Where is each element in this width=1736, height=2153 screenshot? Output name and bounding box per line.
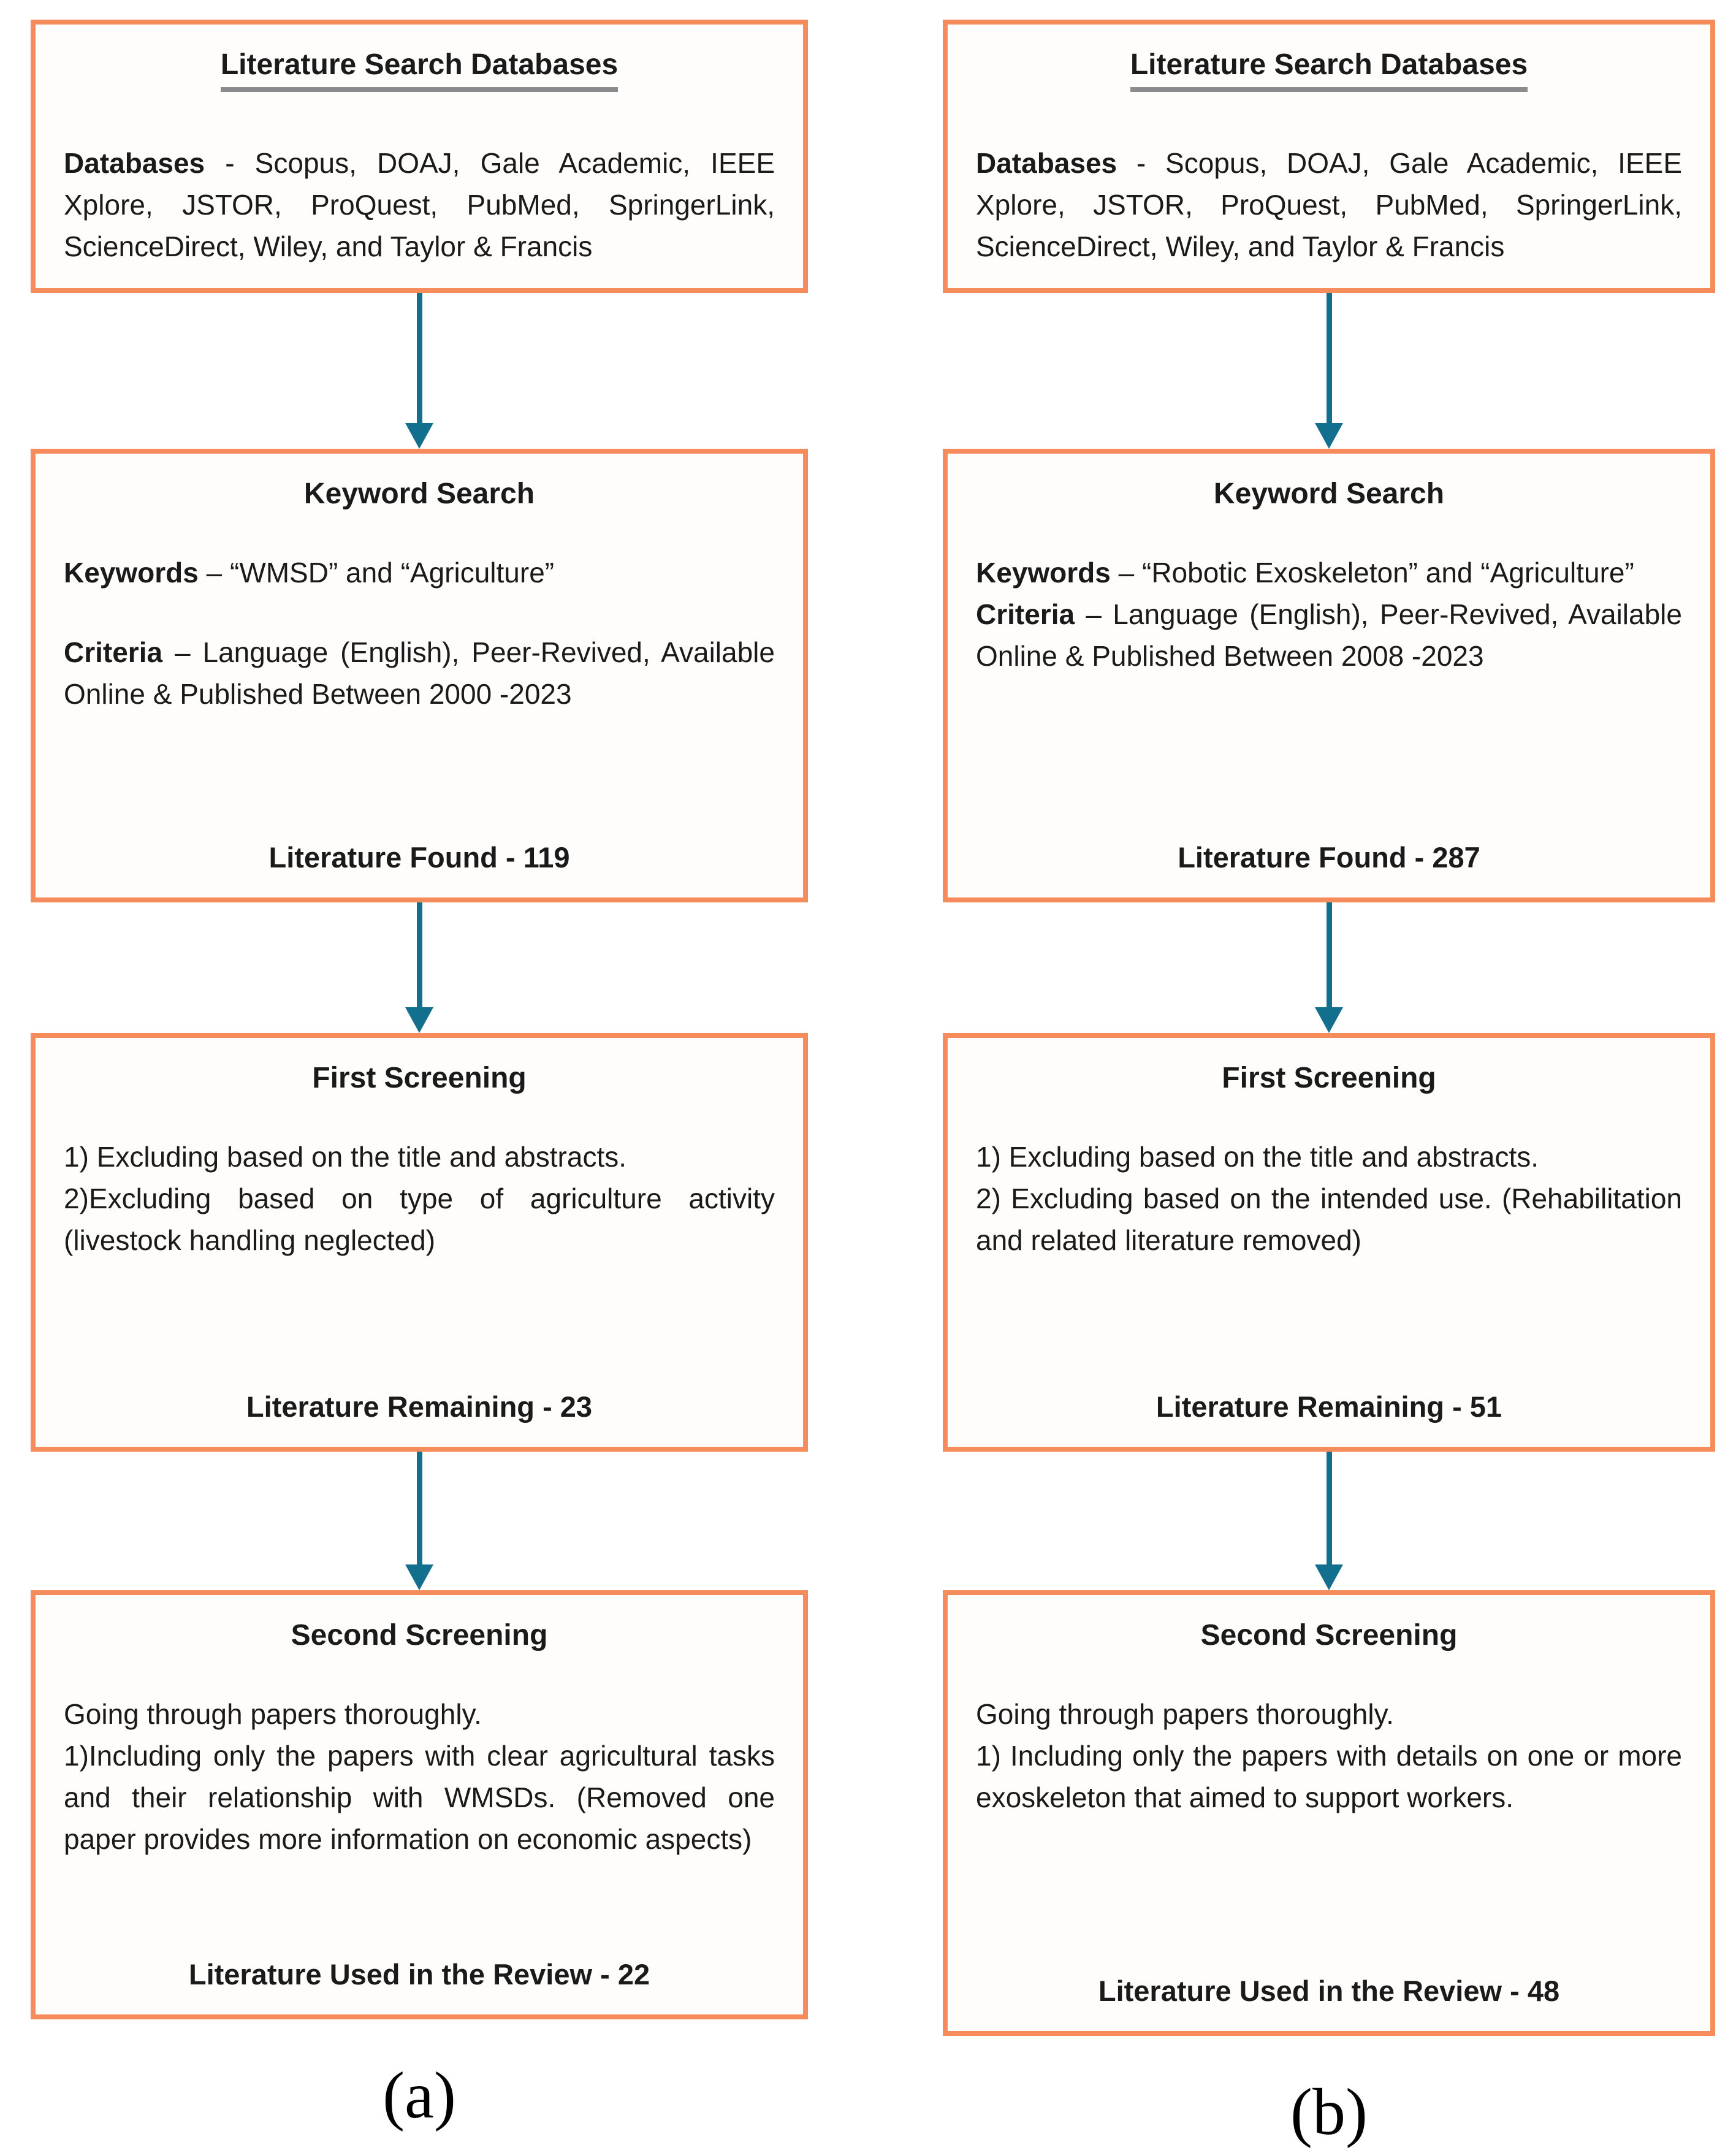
databases-text: Databases - Scopus, DOAJ, Gale Academic,… [976,142,1682,267]
screening-step-1: 1) Excluding based on the title and abst… [976,1141,1539,1173]
box-b-first-screening: First Screening 1) Excluding based on th… [943,1033,1715,1452]
arrow-line [416,293,422,424]
down-arrow-icon [1315,1452,1343,1590]
literature-found-count: Literature Found - 119 [268,841,570,874]
screening-step-2: 2)Excluding based on type of agriculture… [64,1183,775,1256]
box-title-text: Literature Search Databases [1130,48,1528,92]
screening-step-1: 1) Including only the papers with detail… [976,1740,1682,1813]
box-title: Literature Search Databases [64,45,775,92]
box-a-first-screening: First Screening 1) Excluding based on th… [31,1033,808,1452]
box-a-databases: Literature Search Databases Databases - … [31,20,808,293]
keywords-paragraph: Keywords – “Robotic Exoskeleton” and “Ag… [976,552,1682,593]
down-arrow-icon [1315,902,1343,1033]
subfigure-label-b: (b) [1290,2076,1368,2149]
literature-remaining-count: Literature Remaining - 51 [1155,1390,1502,1423]
screening-step-2: 2) Excluding based on the intended use. … [976,1183,1682,1256]
arrow-head [1315,1564,1343,1590]
box-a-keyword-search: Keyword Search Keywords – “WMSD” and “Ag… [31,449,808,902]
criteria-paragraph: Criteria – Language (English), Peer-Revi… [976,593,1682,677]
literature-used-count: Literature Used in the Review - 22 [188,1958,650,1991]
subfigure-label-a: (a) [383,2059,456,2132]
literature-found-count: Literature Found - 287 [1178,841,1480,874]
arrow-line [1326,902,1332,1008]
criteria-label: Criteria [64,636,163,668]
column-b: Literature Search Databases Databases - … [943,20,1715,2152]
databases-label: Databases [976,147,1117,179]
box-b-second-screening: Second Screening Going through papers th… [943,1590,1715,2036]
literature-used-count: Literature Used in the Review - 48 [1098,1975,1560,2007]
criteria-text: – Language (English), Peer-Revived, Avai… [64,636,775,710]
flow-connector [31,293,808,449]
arrow-line [416,1452,422,1566]
arrow-head [405,1007,433,1033]
literature-remaining-count: Literature Remaining - 23 [246,1390,593,1423]
screening-intro: Going through papers thoroughly. [64,1698,482,1730]
box-a-second-screening: Second Screening Going through papers th… [31,1590,808,2019]
box-title: Keyword Search [303,478,535,510]
arrow-line [416,902,422,1008]
column-a: Literature Search Databases Databases - … [31,20,808,2136]
criteria-paragraph: Criteria – Language (English), Peer-Revi… [64,631,775,715]
flow-connector [31,902,808,1033]
keywords-paragraph: Keywords – “WMSD” and “Agriculture” [64,552,775,593]
keywords-label: Keywords [64,557,199,589]
down-arrow-icon [405,902,433,1033]
arrow-head [405,423,433,449]
arrow-head [1315,423,1343,449]
box-title: Second Screening [1200,1619,1458,1652]
box-b-keyword-search: Keyword Search Keywords – “Robotic Exosk… [943,449,1715,902]
keywords-text: – “WMSD” and “Agriculture” [198,557,555,589]
flow-connector [31,1452,808,1590]
box-title: Keyword Search [1213,478,1445,510]
screening-step-1: 1) Excluding based on the title and abst… [64,1141,627,1173]
box-title: First Screening [312,1062,527,1094]
arrow-line [1326,1452,1332,1566]
criteria-label: Criteria [976,598,1075,630]
arrow-head [405,1564,433,1590]
box-title: First Screening [1222,1062,1436,1094]
keywords-label: Keywords [976,557,1111,589]
box-title: Literature Search Databases [976,45,1682,92]
flow-connector [943,902,1715,1033]
arrow-head [1315,1007,1343,1033]
databases-list: - Scopus, DOAJ, Gale Academic, IEEE Xplo… [64,147,775,262]
screening-step-1: 1)Including only the papers with clear a… [64,1740,775,1855]
flow-connector [943,1452,1715,1590]
arrow-line [1326,293,1332,424]
down-arrow-icon [1315,293,1343,449]
box-title: Second Screening [291,1619,548,1652]
box-title-text: Literature Search Databases [220,48,619,92]
flow-connector [943,293,1715,449]
keywords-text: – “Robotic Exoskeleton” and “Agriculture… [1110,557,1634,589]
screening-intro: Going through papers thoroughly. [976,1698,1394,1730]
criteria-text: – Language (English), Peer-Revived, Avai… [976,598,1682,672]
databases-list: - Scopus, DOAJ, Gale Academic, IEEE Xplo… [976,147,1682,262]
databases-text: Databases - Scopus, DOAJ, Gale Academic,… [64,142,775,267]
databases-label: Databases [64,147,205,179]
down-arrow-icon [405,1452,433,1590]
down-arrow-icon [405,293,433,449]
box-b-databases: Literature Search Databases Databases - … [943,20,1715,293]
